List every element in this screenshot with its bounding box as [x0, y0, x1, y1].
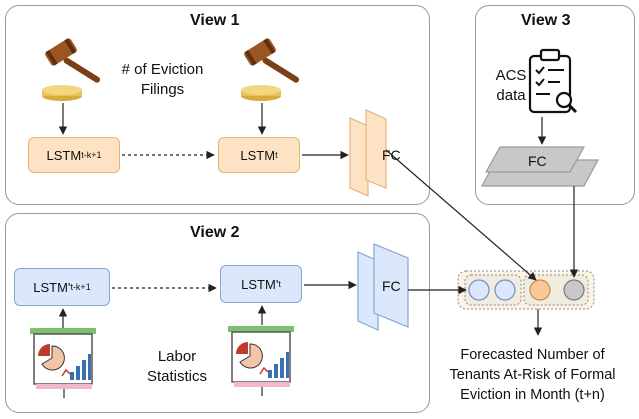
lstm-view2-first-sub: t-k+1: [70, 282, 91, 292]
fc-view2-front: [373, 243, 409, 328]
lstm-view1-first-base: LSTM: [46, 147, 82, 163]
view2-panel: [5, 213, 430, 413]
coin-base-top: [241, 85, 281, 95]
gavel-icon: [42, 38, 101, 101]
lstm-view2-last: LSTM't: [220, 265, 302, 303]
bar-4: [286, 352, 289, 378]
pie-cut: [236, 342, 248, 354]
gavel-handle: [63, 57, 101, 83]
output-label-line2: Tenants At-Risk of Formal: [449, 367, 616, 383]
fc-view1-back: [349, 117, 369, 197]
eviction-filings-label-line2: Filings: [140, 81, 185, 98]
concat-node-blue-2: [494, 279, 516, 301]
acs-data-label: ACS data: [486, 66, 536, 106]
acs-data-label-line1: ACS: [495, 67, 527, 84]
magnifier-handle: [567, 103, 578, 114]
lstm-view1-first-sub: t-k+1: [81, 150, 102, 160]
gavel-band-2: [263, 38, 276, 55]
output-label: Forecasted Number of Tenants At-Risk of …: [430, 345, 635, 405]
gavel-handle: [262, 57, 300, 83]
view3-title: View 3: [521, 12, 571, 29]
bar-4: [88, 354, 91, 380]
view1-title: View 1: [190, 12, 240, 29]
lstm-view2-first-base: LSTM': [33, 279, 71, 295]
clipboard-clip: [539, 48, 561, 62]
bar-3: [280, 358, 284, 378]
check-2: [535, 78, 545, 87]
coin-base-top: [42, 85, 82, 95]
magnifier-lens: [555, 91, 573, 109]
gavel-band-1: [45, 49, 58, 66]
gavel-band-2: [64, 38, 77, 55]
gavel-icon: [241, 38, 300, 101]
pie-slice: [41, 345, 65, 371]
clipboard-search-icon: [528, 48, 578, 114]
lstm-view2-first: LSTM't-k+1: [14, 268, 110, 306]
concat-node-orange: [529, 279, 551, 301]
presentation-chart-icon: [30, 328, 96, 398]
bar-1: [268, 370, 272, 378]
lstm-view2-last-base: LSTM': [241, 276, 279, 292]
concat-node-blue-1: [468, 279, 490, 301]
view1-panel: [5, 5, 430, 205]
labor-statistics-label-line2: Statistics: [146, 368, 207, 385]
acs-data-label-line2: data: [496, 87, 526, 104]
fc-view2-label: FC: [382, 278, 401, 294]
fc-view3-label: FC: [528, 153, 547, 169]
gavel-band-1: [244, 49, 257, 66]
eviction-filings-label: # of Eviction Filings: [105, 60, 220, 100]
check-1: [535, 66, 545, 75]
concat-block: [457, 270, 595, 310]
lstm-view1-last-sub: t: [275, 150, 278, 160]
bar-2: [76, 366, 80, 380]
lstm-view1-last-base: LSTM: [240, 147, 276, 163]
board-top-bar: [30, 328, 96, 334]
fc-view2-back: [357, 251, 379, 331]
lstm-view2-last-sub: t: [278, 279, 281, 289]
output-label-line1: Forecasted Number of: [460, 347, 605, 363]
bar-2: [274, 364, 278, 378]
trend-line: [259, 366, 269, 375]
fc-view1-front: [365, 109, 387, 189]
fc-view3-front: [484, 146, 586, 173]
bar-3: [82, 360, 86, 380]
bar-1: [70, 372, 74, 380]
arrow-fc-view1-to-concat: [385, 149, 537, 281]
board-base: [36, 384, 92, 389]
board-top-bar: [228, 326, 294, 332]
view2-title: View 2: [190, 224, 240, 241]
eviction-filings-label-line1: # of Eviction: [121, 61, 204, 78]
output-label-line3: Eviction in Month (t+n): [460, 387, 605, 403]
board-base: [234, 382, 290, 387]
concat-node-gray: [563, 279, 585, 301]
view3-panel: [475, 5, 635, 205]
fc-view1: FC: [349, 109, 401, 197]
presentation-chart-icon: [228, 326, 294, 396]
fc-view3: FC: [480, 146, 600, 187]
pie-cut: [38, 344, 50, 356]
pie-slice: [239, 343, 263, 369]
labor-statistics-label-line1: Labor: [157, 348, 197, 365]
fc-view2: FC: [357, 243, 409, 331]
labor-statistics-label: Labor Statistics: [132, 347, 222, 387]
trend-line: [61, 368, 71, 377]
